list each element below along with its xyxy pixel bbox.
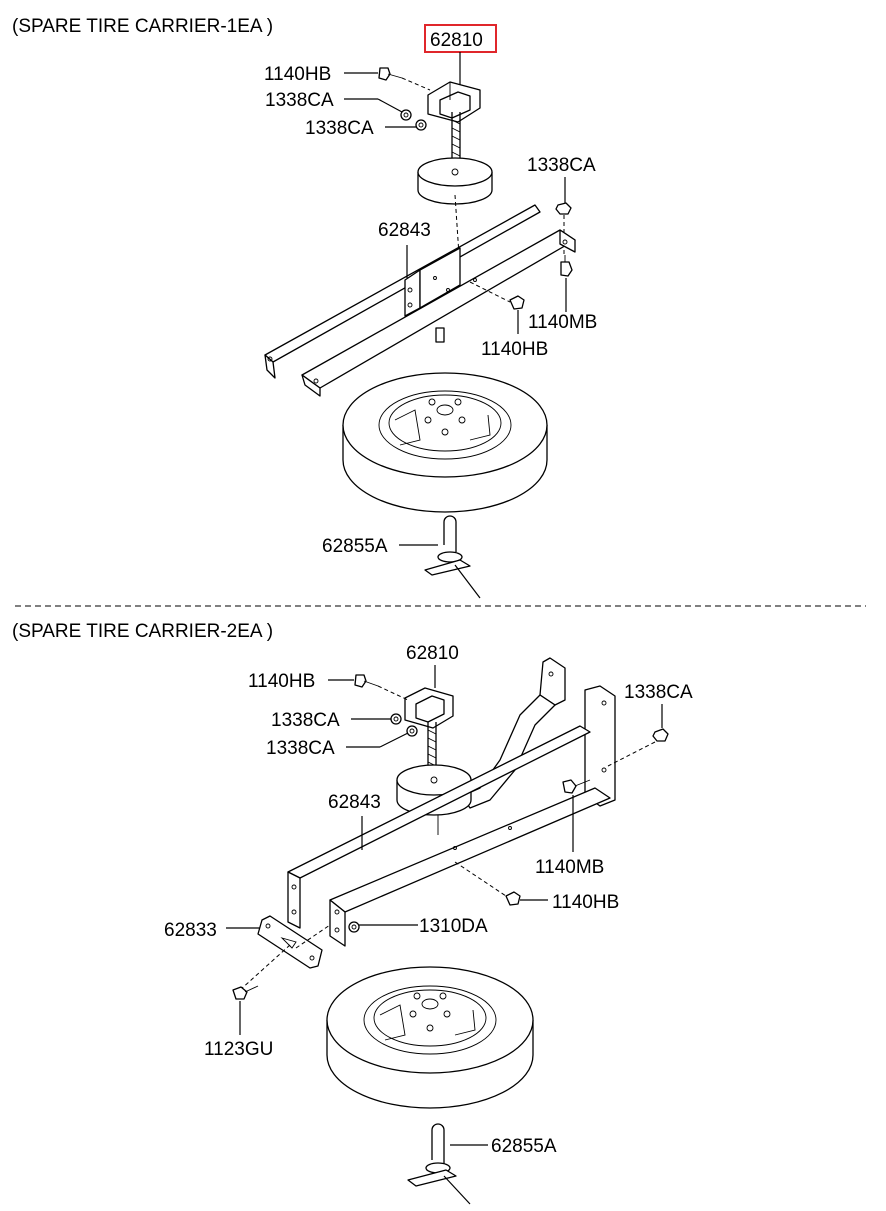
svg-text:62843[interactable]: 62843: [378, 220, 431, 241]
nut-icon: [555, 202, 572, 215]
spare-tire: [326, 966, 534, 1109]
section-1-title: (SPARE TIRE CARRIER-1EA ): [12, 16, 273, 37]
svg-text:1310DA[interactable]: 1310DA: [419, 916, 488, 937]
svg-text:1338CA[interactable]: 1338CA: [305, 118, 374, 139]
svg-text:62810[interactable]: 62810: [430, 30, 483, 51]
svg-text:1338CA[interactable]: 1338CA: [266, 738, 335, 759]
part-label-1140HB-right[interactable]: 1140HB: [481, 339, 548, 360]
svg-text:1140HB[interactable]: 1140HB: [481, 339, 548, 360]
svg-text:1140MB[interactable]: 1140MB: [528, 312, 597, 333]
svg-text:1140HB[interactable]: 1140HB: [264, 64, 331, 85]
lock-pin: [407, 1123, 471, 1205]
part-label-1140HB-right-2[interactable]: 1140HB: [552, 892, 619, 913]
svg-text:62833[interactable]: 62833: [164, 920, 217, 941]
part-label-62843[interactable]: 62843: [378, 220, 431, 241]
part-label-1338CA-a[interactable]: 1338CA: [265, 90, 334, 111]
plate-62833: [257, 915, 323, 969]
nut-icon: [652, 728, 669, 742]
part-label-1123GU[interactable]: 1123GU: [204, 1039, 273, 1060]
section-2: (SPARE TIRE CARRIER-2EA ) 62810 1140HB 1…: [12, 621, 693, 1205]
bolt-icon: [505, 891, 521, 906]
part-label-1310DA[interactable]: 1310DA: [419, 916, 488, 937]
part-label-1338CA-right-2[interactable]: 1338CA: [624, 682, 693, 703]
part-label-62810[interactable]: 62810: [430, 30, 483, 51]
spare-tire: [342, 372, 548, 513]
bolt-icon: [509, 295, 525, 310]
nut-icon: [390, 713, 402, 725]
nut-icon: [348, 921, 360, 933]
part-label-62855A-2[interactable]: 62855A: [491, 1136, 557, 1157]
part-label-62843-2[interactable]: 62843: [328, 792, 381, 813]
svg-text:1338CA[interactable]: 1338CA: [527, 155, 596, 176]
svg-text:1140HB[interactable]: 1140HB: [552, 892, 619, 913]
part-label-62810-2[interactable]: 62810: [406, 643, 459, 664]
part-label-1338CA-b[interactable]: 1338CA: [305, 118, 374, 139]
bolt-icon: [378, 67, 403, 81]
svg-text:62855A[interactable]: 62855A: [322, 536, 388, 557]
bolt-icon: [560, 255, 573, 277]
bolt-icon: [354, 674, 379, 688]
bolt-icon: [562, 779, 591, 794]
lock-pin: [424, 515, 481, 599]
part-label-1140HB-top[interactable]: 1140HB: [264, 64, 331, 85]
carrier-frame: [461, 657, 616, 809]
svg-text:62810[interactable]: 62810: [406, 643, 459, 664]
svg-text:1140HB[interactable]: 1140HB: [248, 671, 315, 692]
part-label-1140MB-2[interactable]: 1140MB: [535, 857, 604, 878]
part-label-62855A[interactable]: 62855A: [322, 536, 388, 557]
section-1: (SPARE TIRE CARRIER-1EA ) 62810 1140HB 1…: [12, 16, 597, 599]
bolt-icon: [232, 985, 259, 1000]
part-label-1338CA-right[interactable]: 1338CA: [527, 155, 596, 176]
nut-icon: [406, 725, 418, 737]
bracket-62810: [427, 81, 481, 123]
part-label-1338CA-a-2[interactable]: 1338CA: [271, 710, 340, 731]
part-label-1140HB-top-2[interactable]: 1140HB: [248, 671, 315, 692]
svg-text:1140MB[interactable]: 1140MB: [535, 857, 604, 878]
svg-text:1338CA[interactable]: 1338CA: [265, 90, 334, 111]
svg-text:1338CA[interactable]: 1338CA: [624, 682, 693, 703]
svg-text:62843[interactable]: 62843: [328, 792, 381, 813]
bracket-62810: [404, 687, 454, 729]
nut-icon: [415, 119, 427, 131]
part-label-62833[interactable]: 62833: [164, 920, 217, 941]
cushion-disk: [417, 157, 493, 205]
svg-text:62855A[interactable]: 62855A: [491, 1136, 557, 1157]
section-2-title: (SPARE TIRE CARRIER-2EA ): [12, 621, 273, 642]
svg-text:1338CA[interactable]: 1338CA: [271, 710, 340, 731]
part-label-1338CA-b-2[interactable]: 1338CA: [266, 738, 335, 759]
crossmember-62843: [287, 725, 611, 947]
nut-icon: [400, 109, 412, 121]
crossmember-62843: [264, 204, 576, 397]
svg-text:1123GU[interactable]: 1123GU: [204, 1039, 273, 1060]
part-label-1140MB[interactable]: 1140MB: [528, 312, 597, 333]
cushion-disk: [396, 764, 472, 816]
